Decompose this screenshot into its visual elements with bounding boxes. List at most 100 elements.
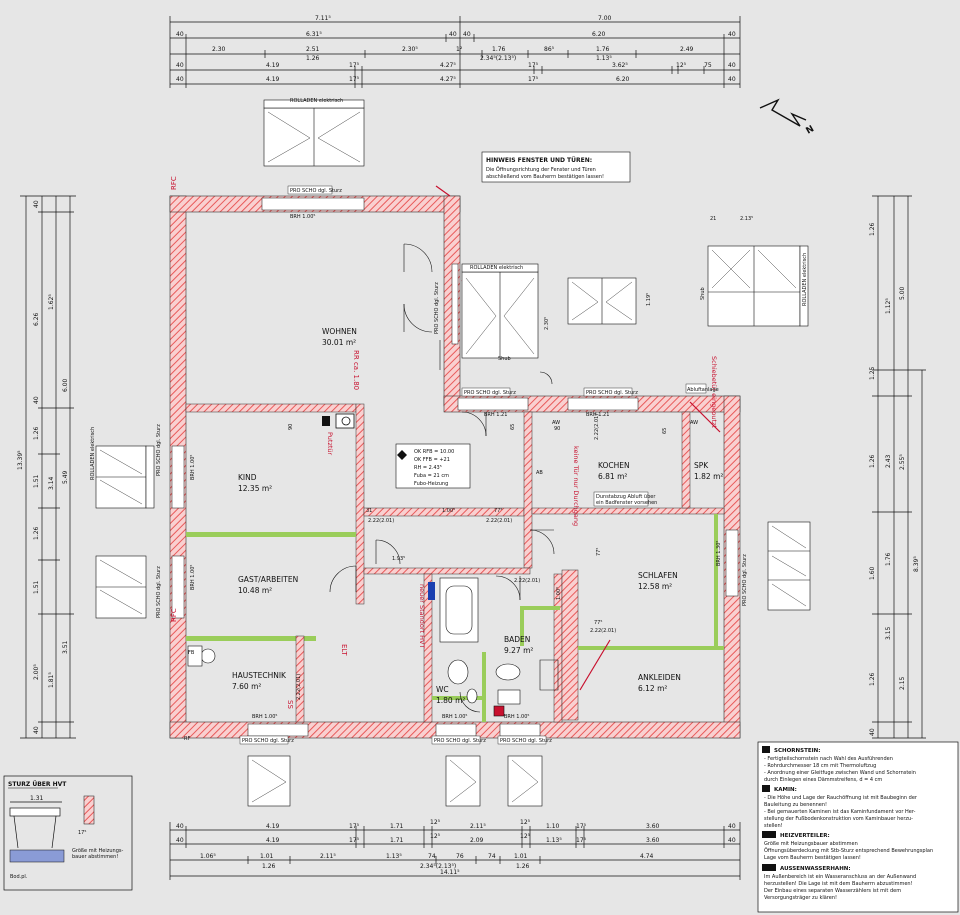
dim-left-a2: 40 (33, 396, 40, 404)
legend-s2: - Rohrdurchmesser 18 cm mit Thermoluftzu… (764, 763, 876, 769)
dim-bot-r1-4: 12⁵ (430, 819, 441, 826)
dim-bot-r2-0: 40 (176, 837, 184, 844)
dim-top-r3-5: 86⁵ (544, 46, 555, 53)
dim-right-a2: 1.26 (869, 454, 876, 468)
floor-info-box: OK RFB = 10.00 OK FFB = +21 RH = 2.43⁵ F… (395, 443, 471, 489)
door-dim-19: 2.30⁵ (544, 317, 550, 330)
dim-bot-r1-5: 2.11⁵ (470, 823, 486, 830)
dim-bot-r2-4: 12⁵ (430, 833, 441, 840)
dim-bot-r2-9: 3.60 (646, 837, 660, 844)
dim-top-r3-3: 1² (456, 46, 463, 53)
dimension-chain-bottom: 40 4.19 17⁵ 1.71 12⁵ 2.11⁵ 12⁵ 1.10 17⁵ … (169, 819, 741, 880)
sturz-title: STURZ ÜBER HVT (8, 781, 67, 788)
dim-top-r5-4: 17⁵ (528, 76, 539, 83)
dim-right-a3: 1.60 (869, 566, 876, 580)
info-rh: RH = 2.43⁵ (414, 465, 442, 471)
dim-top-r5-5: 6.20 (616, 76, 630, 83)
dim-top-r3-1: 2.51 (306, 46, 320, 53)
dim-left-c2: 3.51 (62, 640, 69, 654)
door-dim-0: 2.22(2.01) (368, 518, 394, 524)
window-left-gast (95, 555, 147, 619)
dimension-chain-left: 13.39⁵ 40 6.26 40 1.26 1.51 1.26 1.51 2.… (17, 195, 76, 739)
dim-top-r5-0: 40 (176, 76, 184, 83)
label-rr: RR ca. 1.80 (352, 350, 360, 390)
dim-right-a0: 1.26 (869, 222, 876, 236)
label-brh-4: BRH 1.00⁵ (252, 714, 277, 720)
dim-top-r3-0: 2.30 (212, 46, 226, 53)
dim-left-b0: 1.62⁵ (48, 294, 55, 310)
dim-top-r3-2: 2.30⁵ (402, 46, 418, 53)
dim-right-c1: 2.55⁵ (899, 454, 906, 470)
dim-bot-r2-10: 40 (728, 837, 736, 844)
hinweis-title: HINWEIS FENSTER UND TÜREN: (486, 157, 592, 164)
dim-top-r4-6: 12⁵ (676, 62, 687, 69)
dim-bot-r3b-0: 1.26 (262, 863, 276, 870)
dim-right-outer: 8.39⁵ (913, 556, 920, 572)
legend-h3: Lage vom Bauherrn bestätigen lassen! (764, 855, 861, 861)
legend-box: SCHORNSTEIN: - Fertigteilschornstein nac… (757, 741, 959, 913)
dim-top-r5-6: 40 (728, 76, 736, 83)
door-dim-9: 77⁵ (594, 620, 602, 626)
legend-s4: durch Einlegen eines Dämmstreifens, d = … (764, 777, 882, 783)
dim-right-b1: 2.43 (885, 454, 892, 468)
dim-left-a8: 40 (33, 726, 40, 734)
window-elevations (95, 99, 811, 807)
dim-left-a7: 2.00⁵ (33, 664, 40, 680)
svg-text:N: N (805, 124, 817, 136)
window-bottom-wc (445, 755, 481, 807)
room-gast-name: GAST/ARBEITEN (238, 575, 298, 584)
label-putztuer: Putztür (326, 432, 334, 456)
label-brh-2: BRH 1.21 (484, 412, 507, 418)
dim-bot-r1-10: 40 (728, 823, 736, 830)
door-dim-3: 2.22(2.01) (514, 578, 540, 584)
dim-bot-r2-7: 1.13⁵ (546, 837, 562, 844)
label-dunst-1: Dunstabzug Abluft über (596, 494, 656, 500)
door-dim-4: 2.22(2.01) (590, 628, 616, 634)
dim-bot-r1-7: 1.10 (546, 823, 560, 830)
legend-schornstein-head: SCHORNSTEIN: (774, 748, 820, 754)
label-brh-5: BRH 1.00⁵ (442, 714, 467, 720)
door-dim-5: 2.22(2.01) (296, 674, 302, 700)
dim-left-a6: 1.51 (33, 580, 40, 594)
dim-left-b2: 1.81⁵ (48, 672, 55, 688)
label-aw-1: AW (552, 420, 560, 426)
dim-bot-r3-1: 1.01 (260, 853, 274, 860)
legend-heizverteiler-head: HEIZVERTEILER: (780, 833, 830, 839)
window-top-wohnen (263, 99, 365, 167)
dim-top-r4-2: 17⁵ (349, 62, 360, 69)
legend-h1: Größe mit Heizungsbauer abstimmen (764, 841, 858, 847)
legend-k5: stellen! (764, 823, 783, 829)
room-kind-name: KIND (238, 473, 257, 482)
dim-left-a4: 1.51 (33, 474, 40, 488)
legend-h2: Öffnungsüberdeckung mit Stb-Sturz entspr… (764, 847, 933, 854)
dim-top-r4-7: 75 (704, 62, 712, 69)
dim-bot-r3b-2: 1.26 (516, 863, 530, 870)
window-openings (171, 197, 739, 737)
room-labels: WOHNEN 30.01 m² KIND 12.35 m² GAST/ARBEI… (232, 327, 723, 705)
label-rfc-left: RFC (170, 608, 178, 622)
label-rolladen-4: ROLLADEN elektrisch (90, 427, 96, 480)
dim-bot-r1-6: 12⁵ (520, 819, 531, 826)
dim-bot-r2-5: 2.09 (470, 837, 484, 844)
red-annotations: RFC RFC RR ca. 1.80 Putztür Schiebetür e… (170, 176, 718, 709)
window-bottom-haustechnik (247, 755, 291, 807)
sturz-dim: 1.31 (30, 795, 44, 802)
sturz-note-2: bauer abstimmen! (72, 854, 118, 860)
dim-top-r5-1: 4.19 (266, 76, 280, 83)
dimension-chain-top: 7.11⁵ 7.00 40 6.31⁵ 40 40 6.20 40 2.30 2… (169, 15, 741, 88)
legend-a4: Versorgungsträger zu klären! (764, 895, 837, 901)
dim-top-r4-5: 3.62⁵ (612, 62, 628, 69)
room-haustechnik-area: 7.60 m² (232, 682, 261, 691)
dim-right-b0: 1.12⁵ (885, 298, 892, 314)
dim-left-c1: 5.49 (62, 470, 69, 484)
door-dim-20: 1.19⁵ (646, 293, 652, 306)
legend-a3: Der Einbau eines separaten Wasserzählers… (764, 888, 901, 894)
dim-bot-r2-3: 1.71 (390, 837, 404, 844)
room-baden-name: BADEN (504, 635, 530, 644)
dim-right-a5: 40 (869, 728, 876, 736)
dim-top-r2-5: 40 (728, 31, 736, 38)
room-spk-name: SPK (694, 461, 709, 470)
room-haustechnik-name: HAUSTECHNIK (232, 671, 287, 680)
room-ankleiden-area: 6.12 m² (638, 684, 667, 693)
dim-right-b3: 3.15 (885, 626, 892, 640)
